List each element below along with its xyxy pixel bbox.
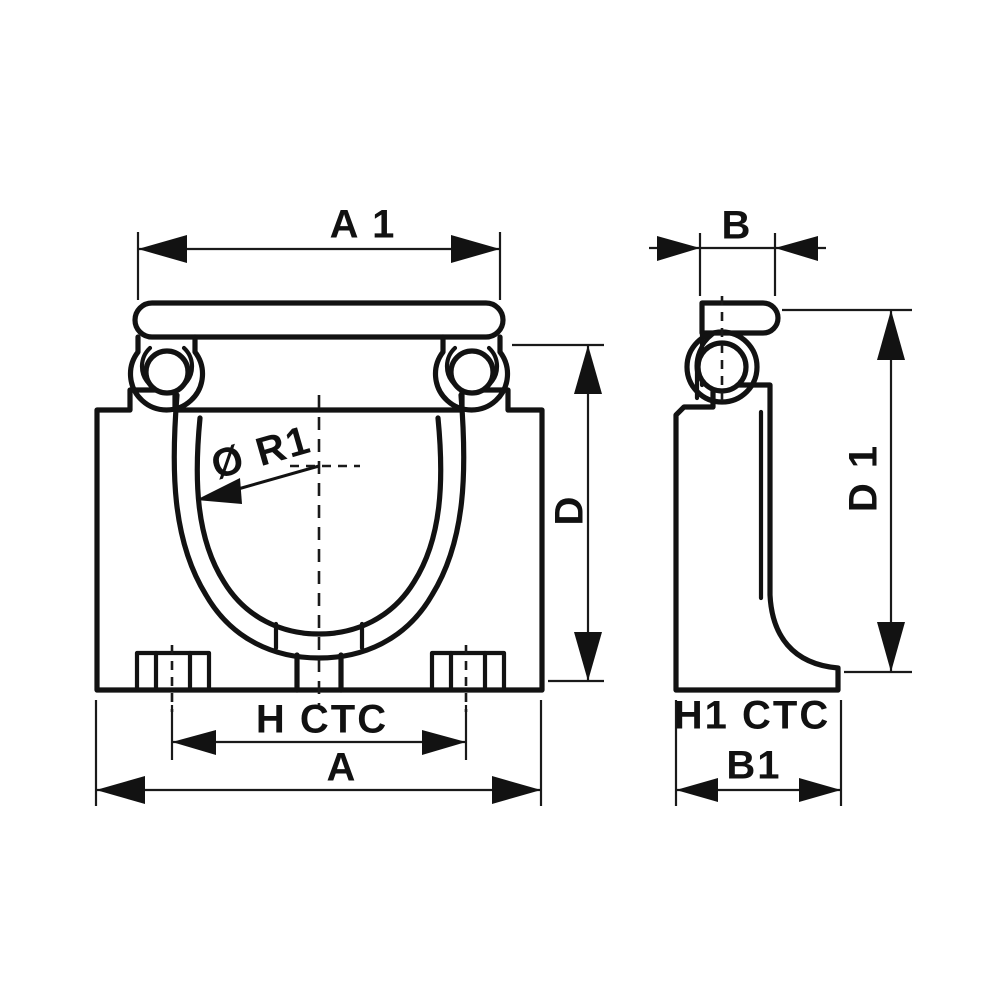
dim-label-hctc: H CTC bbox=[256, 698, 388, 742]
a-arrow-right bbox=[492, 776, 541, 804]
dim-label-b: B bbox=[722, 204, 753, 248]
dim-label-a1: A 1 bbox=[330, 203, 397, 247]
top-bar-lid bbox=[132, 300, 506, 340]
d1-arrow-bottom bbox=[877, 622, 905, 672]
dim-label-b1: B1 bbox=[726, 744, 781, 788]
hctc-arrow-right bbox=[422, 730, 466, 755]
d1-arrow-top bbox=[877, 310, 905, 360]
b1-arrow-left bbox=[676, 778, 718, 802]
side-body-outline bbox=[673, 382, 841, 693]
hinge-pin-right bbox=[448, 348, 496, 396]
d-arrow-bottom bbox=[574, 632, 602, 681]
dim-label-h1ctc: H1 CTC bbox=[674, 694, 830, 738]
dim-label-d1: D 1 bbox=[842, 444, 886, 512]
r1-arrow-head bbox=[196, 478, 242, 504]
foot-slot-right bbox=[429, 650, 507, 693]
side-latch-arm bbox=[699, 300, 781, 336]
a1-arrow-right bbox=[451, 235, 500, 263]
b-arrow-right bbox=[775, 236, 818, 261]
hinge-bracket-right bbox=[432, 334, 511, 413]
front-view: Ø R1 A 1 D H CTC A bbox=[94, 203, 604, 806]
side-hinge-bracket bbox=[694, 331, 716, 401]
a-arrow-left bbox=[96, 776, 145, 804]
dim-label-a: A bbox=[327, 746, 358, 790]
hinge-pin-left bbox=[143, 348, 191, 396]
cable-seat-inner-arc bbox=[194, 415, 444, 637]
hctc-arrow-left bbox=[172, 730, 216, 755]
d-arrow-top bbox=[574, 345, 602, 394]
a1-arrow-left bbox=[138, 235, 187, 263]
dim-label-d: D bbox=[548, 495, 592, 526]
cable-seat-outer-arc bbox=[171, 392, 467, 661]
side-view: B D 1 H1 CTC B1 bbox=[649, 204, 912, 806]
b1-arrow-right bbox=[799, 778, 841, 802]
dim-label-r1: Ø R1 bbox=[207, 418, 317, 488]
b-arrow-left bbox=[657, 236, 700, 261]
hinge-bracket-left bbox=[127, 334, 206, 413]
